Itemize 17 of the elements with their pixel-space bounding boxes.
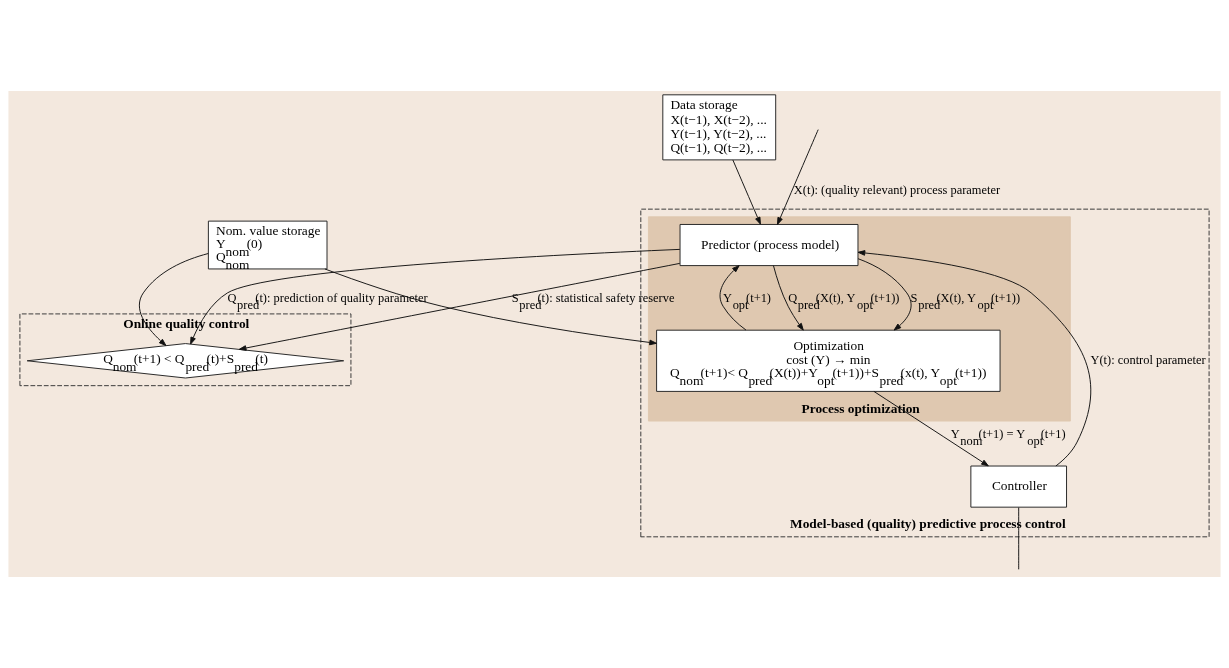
arrow bbox=[857, 258, 912, 331]
edge-label: X(t): (quality relevant) process parameter bbox=[793, 182, 1001, 197]
arrow bbox=[138, 253, 209, 346]
node-box: Controller bbox=[970, 465, 1067, 508]
node-box: Data storage X(t−1), X(t−2), ... Y(t−1), Y(t−2), ... Q(t−1), Q(t−2), ... bbox=[662, 94, 777, 161]
arrow bbox=[238, 262, 681, 351]
arrow bbox=[857, 250, 1092, 467]
arrow bbox=[732, 159, 761, 225]
arrow bbox=[873, 390, 989, 467]
arrow bbox=[190, 248, 681, 345]
arrow bbox=[772, 265, 804, 331]
arrow bbox=[776, 129, 819, 225]
edge-label: Y(t): control parameter bbox=[1090, 353, 1206, 368]
arrow bbox=[719, 265, 747, 331]
connector bbox=[1018, 507, 1020, 570]
arrow bbox=[324, 268, 657, 346]
node-box: Predictor (process model) bbox=[679, 224, 859, 267]
